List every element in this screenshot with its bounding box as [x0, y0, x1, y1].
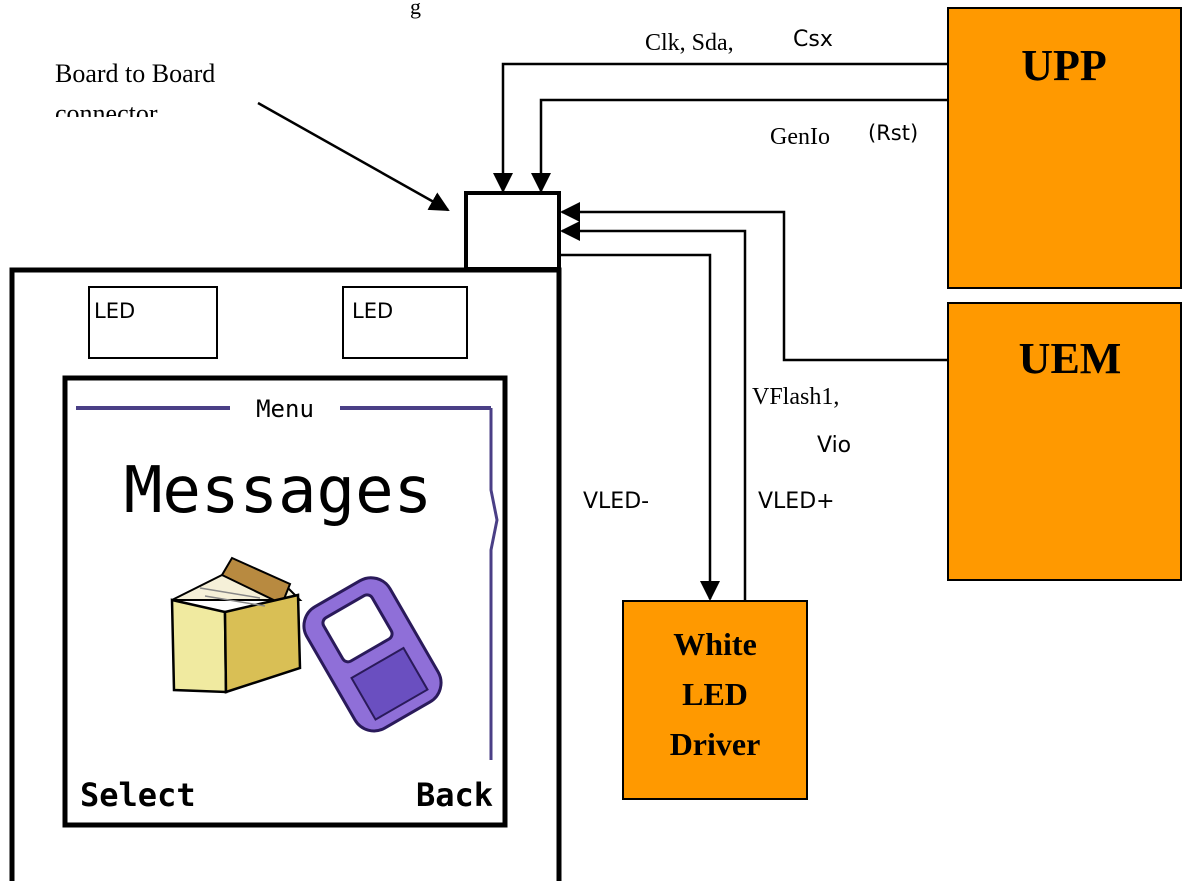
lcd-screen: Menu Messages Select Back	[65, 378, 505, 825]
led-left-label: LED	[94, 299, 135, 323]
signal-label-vio: Vio	[817, 433, 851, 458]
signal-label-csx: Csx	[793, 27, 833, 52]
driver-label-line1: White	[673, 626, 757, 662]
board-to-board-connector	[466, 193, 559, 269]
signal-label-vflash: VFlash1,	[752, 384, 839, 410]
connector-label-line1: Board to Board	[55, 59, 215, 88]
signal-label-rst: (Rst)	[868, 121, 918, 145]
vled-minus-line	[561, 255, 710, 599]
signal-label-vled-plus: VLED+	[758, 489, 835, 514]
genio-rst-line	[541, 100, 948, 191]
uem-label: UEM	[1019, 334, 1122, 383]
driver-label-line2: LED	[682, 676, 748, 712]
driver-label-line3: Driver	[670, 726, 761, 762]
signal-label-vled-minus: VLED-	[583, 489, 649, 514]
led-right-label: LED	[352, 299, 393, 323]
softkey-back: Back	[416, 776, 493, 814]
signal-label-genio: GenIo	[770, 124, 830, 150]
softkey-select: Select	[80, 776, 196, 814]
connector-pointer-arrow	[258, 103, 448, 210]
signal-label-clk-sda: Clk, Sda,	[645, 30, 734, 56]
vled-plus-line	[562, 231, 745, 601]
connector-label-line2: connector	[55, 99, 158, 128]
screen-menu-title: Menu	[256, 395, 314, 423]
screen-heading: Messages	[124, 454, 432, 528]
header-fragment: g	[410, 0, 421, 19]
upp-label: UPP	[1021, 41, 1107, 90]
vflash-vio-line	[562, 212, 948, 360]
